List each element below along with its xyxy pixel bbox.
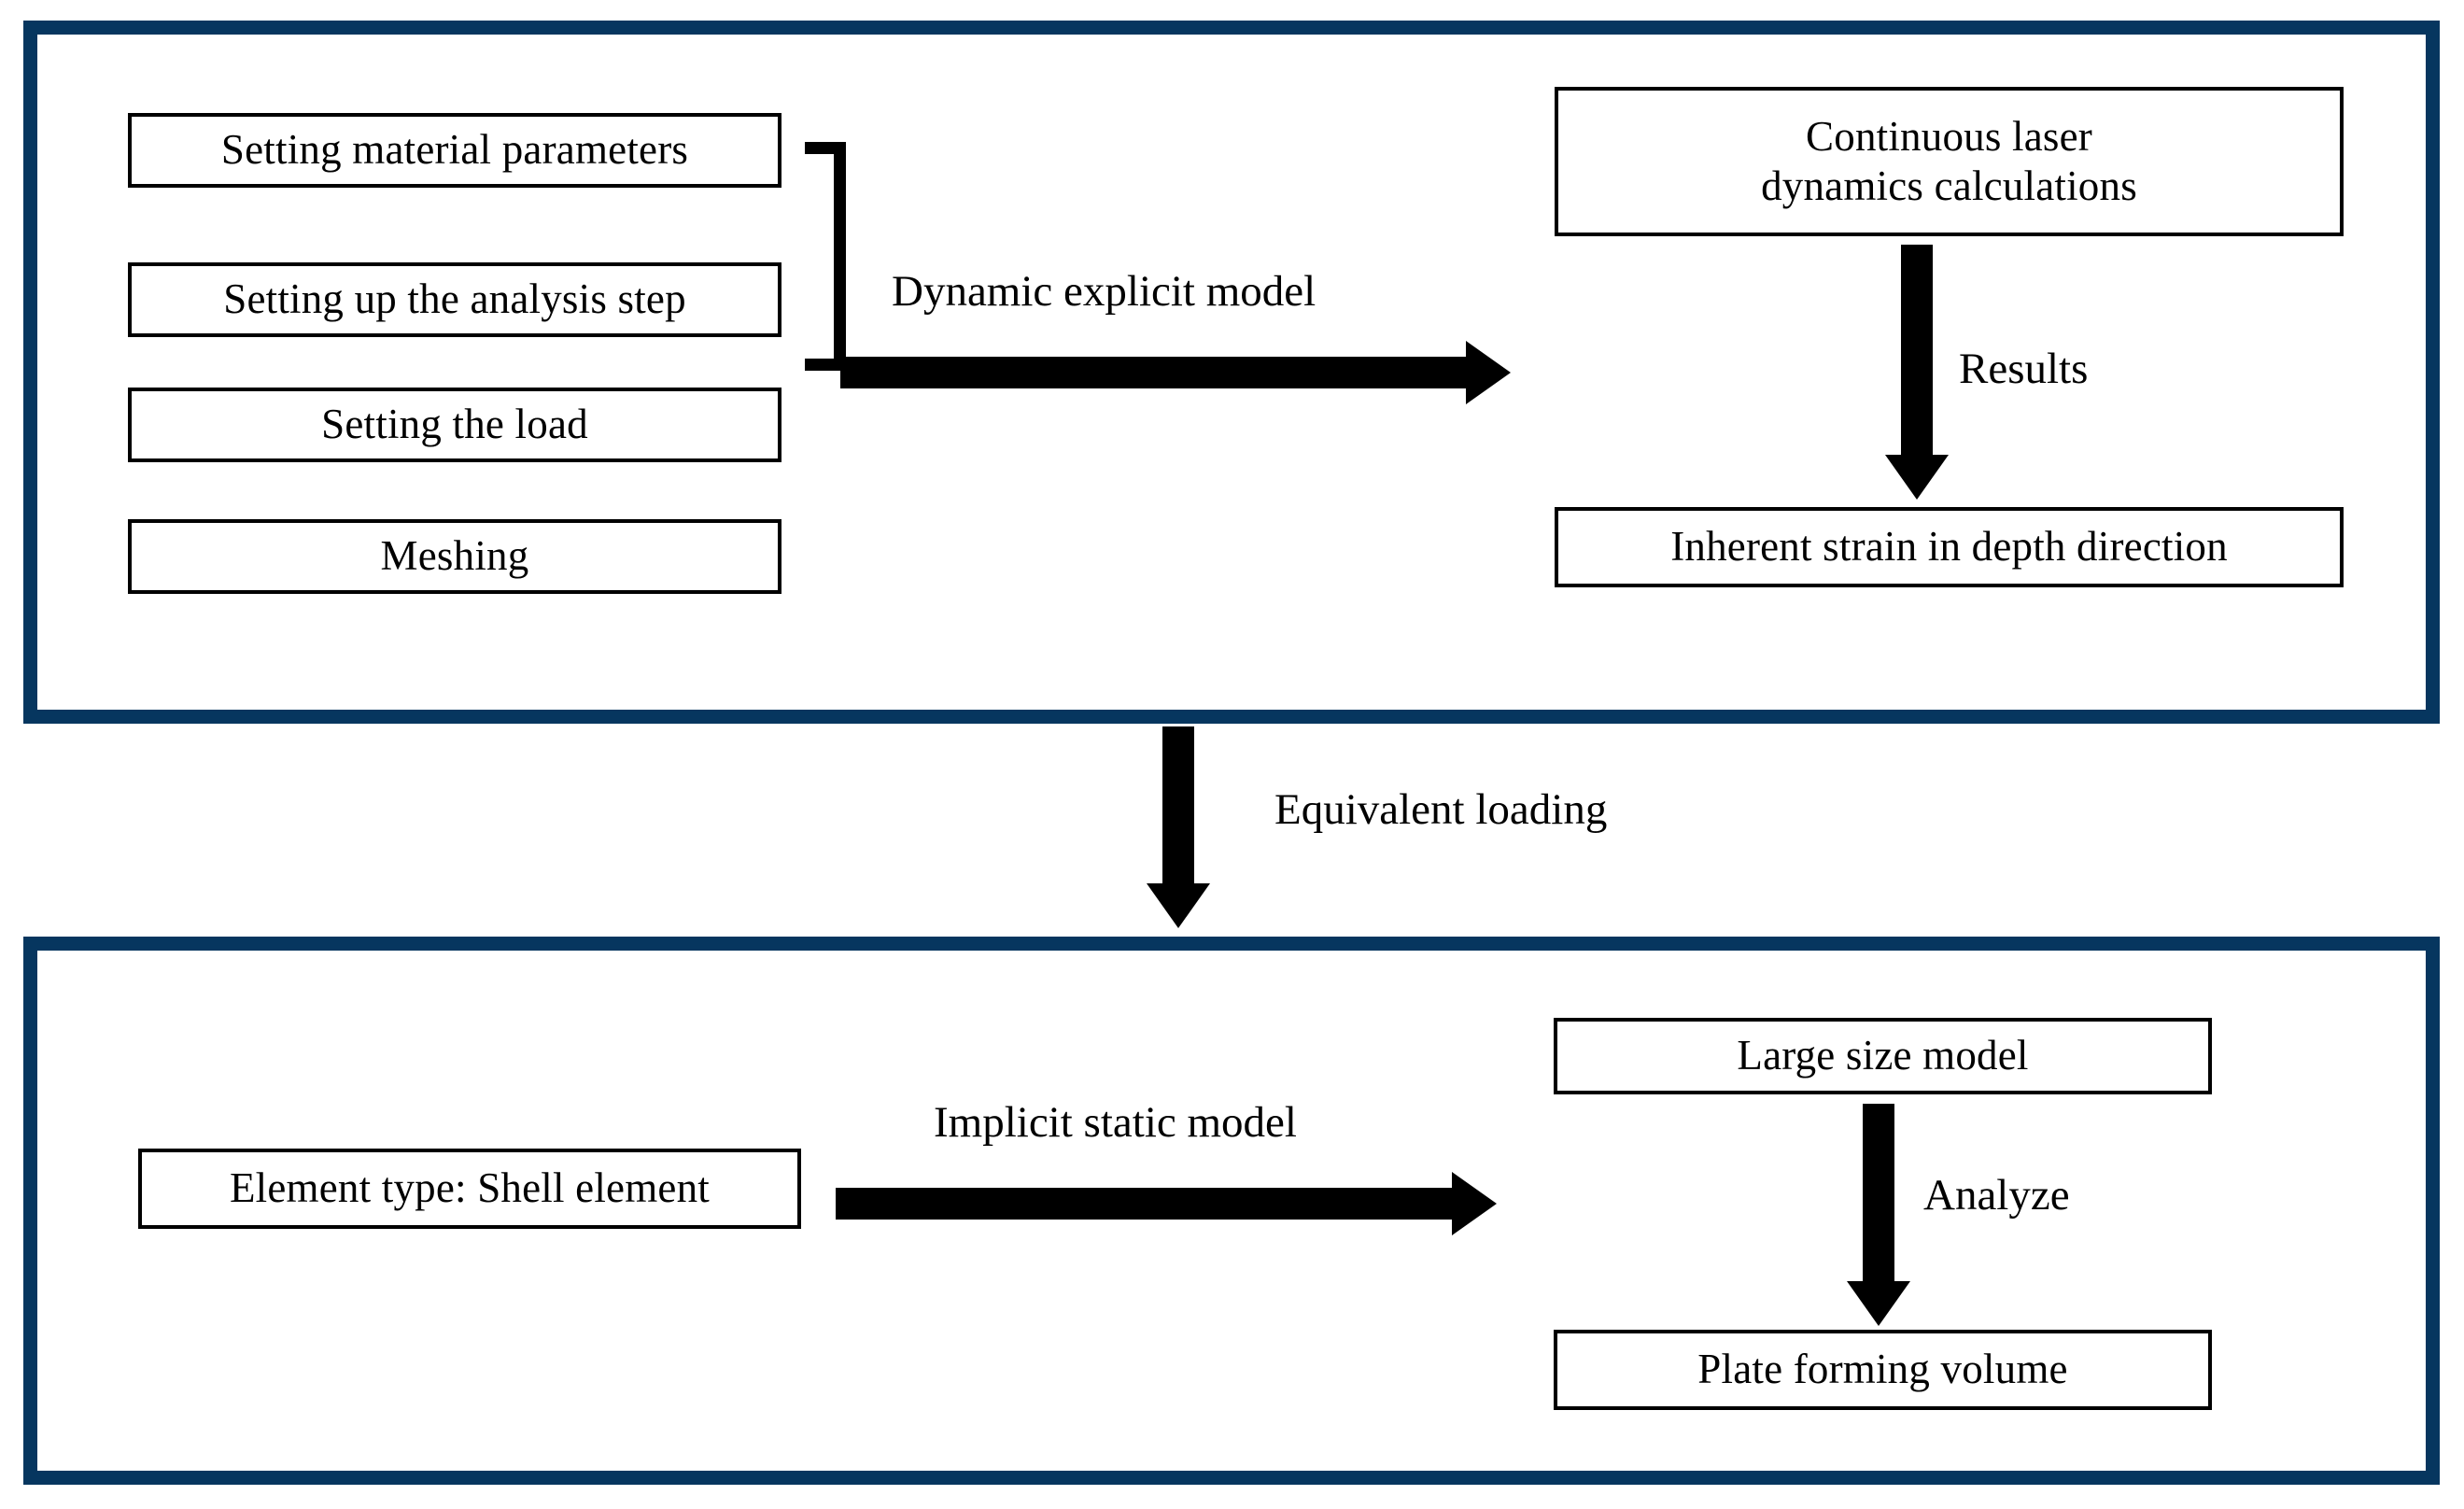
- arrow-shaft: [1863, 1104, 1894, 1281]
- box-label-line-1: Continuous laser: [1806, 112, 2092, 160]
- arrow-head: [1847, 1281, 1910, 1326]
- arrow-shaft: [836, 1188, 1452, 1220]
- group-bracket-icon: [834, 142, 846, 371]
- box-label: Setting the load: [321, 401, 588, 448]
- arrow-head: [1466, 341, 1511, 404]
- process-box-inherent-strain-in-depth-direction[interactable]: Inherent strain in depth direction: [1555, 507, 2344, 587]
- arrow-head: [1147, 883, 1210, 928]
- edge-label-dynamic-explicit-model: Dynamic explicit model: [892, 267, 1316, 316]
- process-box-plate-forming-volume[interactable]: Plate forming volume: [1554, 1330, 2212, 1410]
- box-label: Setting up the analysis step: [223, 275, 686, 323]
- arrow-shaft: [1162, 726, 1194, 883]
- arrow-shaft: [840, 357, 1466, 388]
- group-bracket-top-stub: [805, 142, 846, 154]
- box-label: Setting material parameters: [220, 126, 689, 174]
- process-box-setting-the-load[interactable]: Setting the load: [128, 388, 781, 462]
- process-box-setting-analysis-step[interactable]: Setting up the analysis step: [128, 262, 781, 337]
- process-box-continuous-laser-dynamics-calculations[interactable]: Continuous laser dynamics calculations: [1555, 87, 2344, 236]
- box-label: Inherent strain in depth direction: [1670, 523, 2228, 571]
- edge-label-implicit-static-model: Implicit static model: [934, 1098, 1297, 1147]
- box-label: Meshing: [380, 532, 529, 580]
- process-box-large-size-model[interactable]: Large size model: [1554, 1018, 2212, 1094]
- arrow-head: [1885, 455, 1949, 500]
- edge-label-results: Results: [1959, 345, 2089, 393]
- arrow-head: [1452, 1172, 1497, 1235]
- process-box-element-type-shell-element[interactable]: Element type: Shell element: [138, 1149, 801, 1229]
- process-box-meshing[interactable]: Meshing: [128, 519, 781, 594]
- box-label: Element type: Shell element: [229, 1164, 710, 1212]
- box-label: Plate forming volume: [1697, 1346, 2068, 1393]
- edge-label-analyze: Analyze: [1923, 1171, 2070, 1220]
- box-label-line-2: dynamics calculations: [1761, 162, 2137, 209]
- edge-label-equivalent-loading: Equivalent loading: [1274, 785, 1608, 834]
- group-bracket-bottom-stub: [805, 359, 846, 371]
- arrow-shaft: [1901, 245, 1933, 455]
- box-label: Large size model: [1737, 1032, 2029, 1079]
- process-box-setting-material-parameters[interactable]: Setting material parameters: [128, 113, 781, 188]
